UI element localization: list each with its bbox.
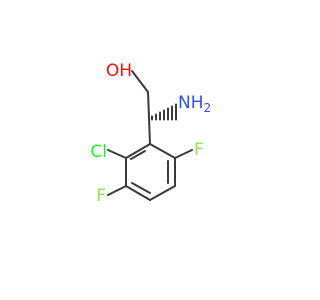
- molecule-structure: OH NH2 Cl F F: [90, 61, 211, 206]
- hydroxyl-label: OH: [106, 61, 132, 81]
- amino-label: NH2: [178, 93, 211, 115]
- fluorine-bottom-label: F: [96, 186, 106, 206]
- bond-ring-cl: [107, 149, 127, 159]
- fluorine-top-label: F: [194, 140, 204, 160]
- benzene-ring: [125, 143, 176, 201]
- hashed-wedge-bond: [151, 103, 177, 121]
- bond-ring-f-top: [174, 149, 193, 159]
- chlorine-label: Cl: [90, 142, 107, 162]
- bond-calpha-ring: [148, 117, 151, 145]
- bond-ring-f-bottom: [107, 185, 127, 196]
- bond-ch2-oh: [131, 70, 149, 93]
- bond-calpha-ch2: [147, 91, 150, 119]
